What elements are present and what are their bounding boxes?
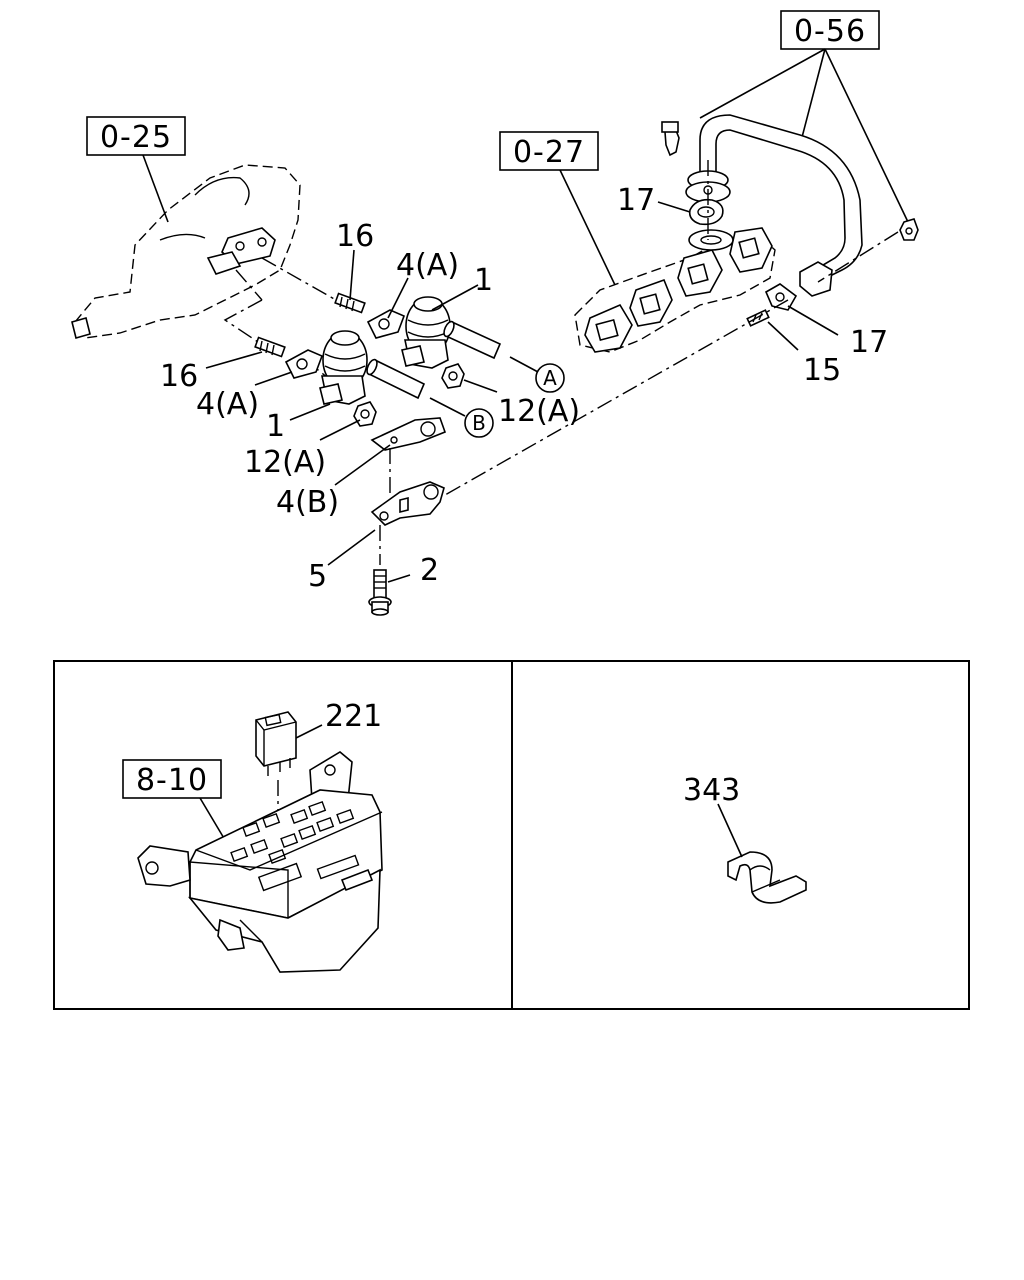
- center-lines-right: [444, 160, 899, 496]
- hose-a: [443, 320, 502, 360]
- circle-ref-b[interactable]: B: [464, 408, 494, 438]
- leader-221: [295, 724, 323, 739]
- leader-8-10: [199, 797, 226, 841]
- circle-ref-a[interactable]: A: [535, 363, 565, 393]
- ref-box-8-10[interactable]: 8-10: [122, 759, 222, 799]
- callout-17-top: 17: [617, 183, 655, 218]
- ref-box-0-25[interactable]: 0-25: [86, 116, 186, 156]
- stud-15: [746, 309, 770, 327]
- callout-5: 5: [308, 559, 327, 594]
- callout-4b: 4(B): [276, 485, 339, 520]
- ref-box-0-56[interactable]: 0-56: [780, 10, 880, 50]
- ref-leaders: [142, 48, 909, 286]
- fuse-relay-box: [137, 751, 383, 973]
- egr-pipe: [661, 114, 919, 297]
- gasket-17-right: [764, 283, 798, 311]
- circle-ref-a-label: A: [543, 366, 557, 390]
- gasket-17-top: [688, 198, 724, 226]
- callout-15: 15: [803, 353, 841, 388]
- gasket-4a-left: [284, 349, 324, 379]
- gasket-4b: [370, 417, 447, 451]
- callout-17-right: 17: [850, 325, 888, 360]
- nut-12a-right: [441, 363, 465, 389]
- center-lines-left: [223, 257, 341, 389]
- ref-box-0-27[interactable]: 0-27: [499, 131, 599, 171]
- stud-16-top: [334, 292, 366, 314]
- ref-label-0-56: 0-56: [794, 14, 866, 49]
- callout-2: 2: [420, 553, 439, 588]
- callout-221: 221: [325, 699, 382, 734]
- gasket-4a-top: [366, 309, 406, 339]
- egr-valve-top: [401, 296, 451, 369]
- callout-4a-top: 4(A): [396, 248, 459, 283]
- leader-343: [717, 803, 743, 858]
- callout-16-left: 16: [160, 359, 198, 394]
- callout-leaders: [205, 201, 839, 583]
- circle-ref-b-label: B: [472, 411, 486, 435]
- callout-343: 343: [683, 773, 740, 808]
- callout-1-left: 1: [266, 409, 285, 444]
- nut-12a-left: [353, 401, 377, 427]
- detail-frame: [53, 660, 970, 1010]
- ref-label-0-25: 0-25: [100, 120, 172, 155]
- clip-343: [727, 851, 807, 904]
- ref-label-8-10: 8-10: [136, 763, 208, 798]
- callout-16-top: 16: [336, 219, 374, 254]
- callout-12a-left: 12(A): [244, 445, 326, 480]
- ref-label-0-27: 0-27: [513, 135, 585, 170]
- adapter-5: [370, 481, 445, 526]
- relay-221: [255, 711, 297, 776]
- hose-b: [366, 358, 426, 400]
- bolt-2: [368, 569, 392, 616]
- callout-12a-right: 12(A): [498, 394, 580, 429]
- exhaust-manifold-left: [71, 164, 301, 339]
- egr-valve-left: [319, 330, 368, 405]
- callout-4a-left: 4(A): [196, 387, 259, 422]
- exhaust-manifold-right: [574, 227, 776, 353]
- callout-1-top: 1: [474, 263, 493, 298]
- stud-16-left: [254, 336, 286, 358]
